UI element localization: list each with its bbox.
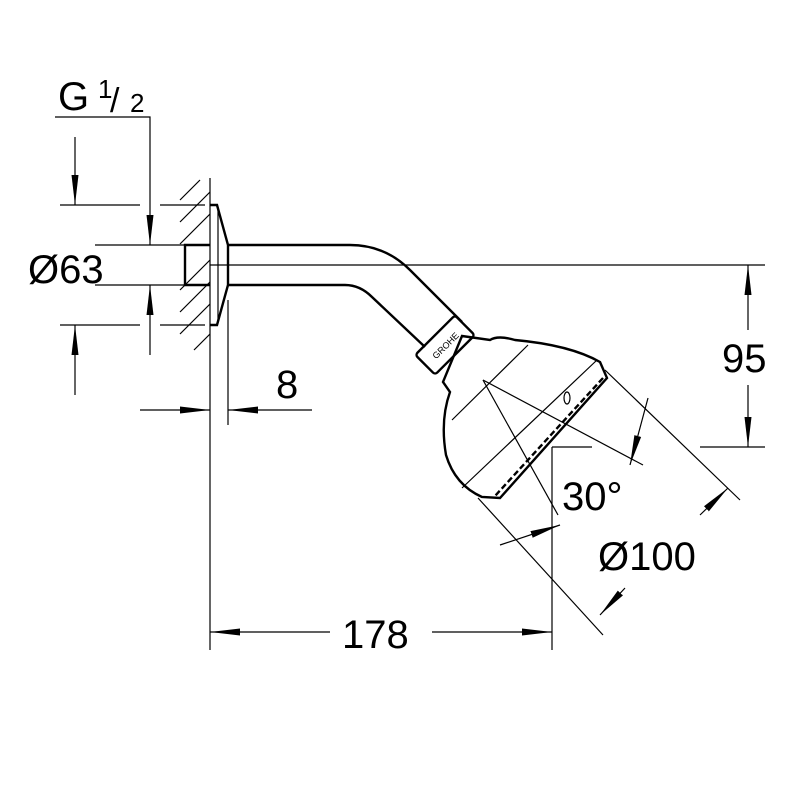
svg-text:Ø100: Ø100 [598, 535, 696, 579]
height-dimension: 95 [700, 265, 767, 448]
shower-head [441, 334, 609, 500]
svg-text:2: 2 [130, 88, 144, 118]
wall [179, 178, 211, 650]
svg-text:/: / [110, 82, 120, 120]
flange-diameter-dimension: Ø63 [28, 137, 205, 395]
thread-dimension: G 1 / 2 [55, 74, 185, 355]
svg-text:G: G [58, 75, 89, 119]
shower-arm [210, 243, 765, 348]
projection-dimension: 178 [210, 613, 552, 657]
grohe-nut: GROHE [415, 315, 475, 375]
spray-angle-dimension: 30° [482, 379, 649, 650]
svg-text:8: 8 [276, 363, 298, 407]
svg-text:1: 1 [98, 74, 112, 104]
svg-text:178: 178 [342, 613, 409, 657]
svg-text:30°: 30° [562, 475, 623, 519]
svg-text:Ø63: Ø63 [28, 248, 104, 292]
flange-depth-dimension: 8 [140, 300, 312, 425]
svg-text:95: 95 [722, 337, 767, 381]
head-diameter-dimension: Ø100 [477, 369, 741, 636]
